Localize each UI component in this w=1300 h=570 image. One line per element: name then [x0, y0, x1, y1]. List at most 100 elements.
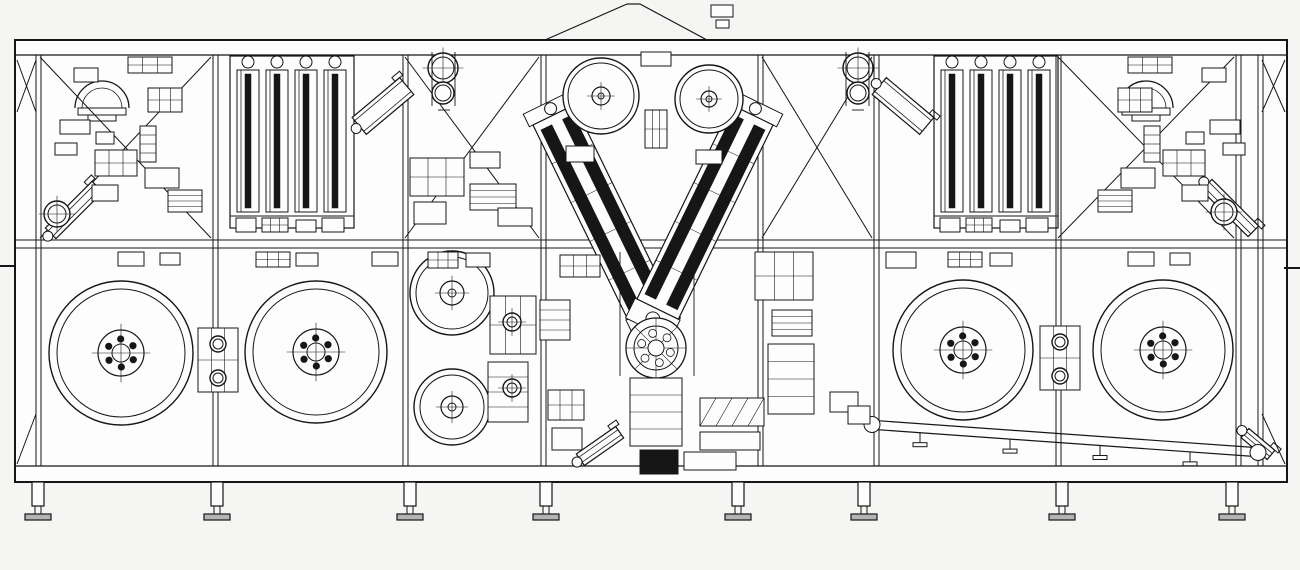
right-control-box: [1127, 56, 1173, 74]
detail-block: [695, 149, 723, 165]
detail-block: [235, 217, 257, 233]
left-inclined-feeder: [350, 70, 415, 136]
mid-feed-reel-lower: [413, 368, 491, 446]
right-stand-roller-a: [1051, 333, 1069, 351]
frame-post: [212, 54, 219, 467]
detail-block: [255, 251, 291, 268]
detail-block: [497, 207, 533, 227]
detail-block: [771, 309, 813, 337]
index-turret: [625, 317, 687, 379]
conveyor-drive: [847, 405, 871, 425]
left-control-box: [127, 56, 173, 74]
detail-block: [261, 217, 289, 233]
leveling-foot: [396, 481, 424, 521]
detail-block: [1169, 252, 1191, 266]
corner-brace: [1261, 59, 1286, 113]
frame-post: [540, 54, 547, 467]
detail-block: [767, 343, 815, 415]
left-stand-roller-a: [209, 335, 227, 353]
detail-block: [1143, 125, 1161, 163]
detail-block: [167, 189, 203, 213]
detail-block: [1201, 67, 1227, 83]
detail-block: [144, 167, 180, 189]
left-magazine-rack: [229, 55, 355, 229]
detail-block: [413, 201, 447, 225]
detail-block: [639, 449, 679, 475]
corner-brace: [1261, 413, 1286, 465]
detail-block: [469, 151, 501, 169]
detail-block: [947, 251, 983, 268]
detail-block: [73, 67, 99, 83]
detail-block: [699, 431, 761, 451]
leveling-foot: [532, 481, 560, 521]
mid-guide-roller-b: [498, 374, 526, 402]
detail-block: [559, 254, 601, 278]
detail-block: [1120, 167, 1156, 189]
frame-post: [873, 54, 880, 467]
corner-brace: [16, 59, 37, 113]
center-control-panel: [754, 251, 814, 301]
left-terminal-strip: [94, 149, 138, 177]
right-inclined-feeder: [870, 76, 941, 136]
right-magazine-rack: [933, 55, 1059, 229]
detail-block: [965, 217, 993, 233]
detail-block: [989, 252, 1013, 267]
detail-block: [371, 251, 399, 267]
leveling-foot: [724, 481, 752, 521]
right-winder-reel-a: [892, 279, 1034, 421]
left-stand-roller-b: [209, 369, 227, 387]
detail-block: [1209, 119, 1241, 135]
detail-block: [91, 184, 119, 202]
detail-block: [295, 219, 317, 233]
detail-block: [159, 252, 181, 266]
right-corner-roller: [1205, 193, 1243, 231]
leveling-foot: [850, 481, 878, 521]
frame-post: [35, 54, 42, 467]
detail-block: [644, 109, 668, 149]
leveling-foot: [24, 481, 52, 521]
right-stand-roller-b: [1051, 367, 1069, 385]
detail-block: [1097, 189, 1133, 213]
detail-block: [1127, 251, 1155, 267]
right-terminal-strip: [1162, 149, 1206, 177]
roof-box: [710, 4, 734, 18]
detail-block: [59, 119, 91, 135]
detail-block: [1117, 87, 1153, 113]
right-guide-roller-b: [846, 81, 870, 105]
left-former-dome: [74, 80, 130, 122]
leveling-foot: [1218, 481, 1246, 521]
frame-post: [1257, 54, 1264, 467]
left-winder-reel-b: [244, 280, 388, 424]
detail-block: [1181, 184, 1209, 202]
top-feed-reel-right: [674, 64, 744, 134]
detail-block: [321, 217, 345, 233]
leveling-foot: [1048, 481, 1076, 521]
detail-block: [939, 217, 961, 233]
detail-block: [551, 427, 583, 451]
stacker-column: [629, 377, 683, 447]
detail-block: [117, 251, 145, 267]
detail-block: [565, 145, 595, 163]
detail-block: [1185, 131, 1205, 145]
detail-block: [547, 389, 585, 421]
leveling-foot: [203, 481, 231, 521]
detail-block: [465, 252, 491, 268]
left-guide-roller-b: [431, 81, 455, 105]
discharge-conveyor: [863, 416, 1267, 467]
detail-block: [54, 142, 78, 156]
left-corner-roller: [38, 195, 76, 233]
detail-block: [295, 252, 319, 267]
top-feed-reel-left: [562, 57, 640, 135]
detail-block: [95, 131, 115, 145]
detail-block: [1222, 142, 1246, 156]
detail-block: [885, 251, 917, 269]
detail-block: [147, 87, 183, 113]
roof-strut: [544, 3, 628, 41]
splice-unit: [409, 157, 465, 197]
center-discharge-chute: [571, 419, 625, 468]
detail-block: [999, 219, 1021, 233]
detail-block: [487, 361, 529, 423]
detail-block: [139, 125, 157, 163]
